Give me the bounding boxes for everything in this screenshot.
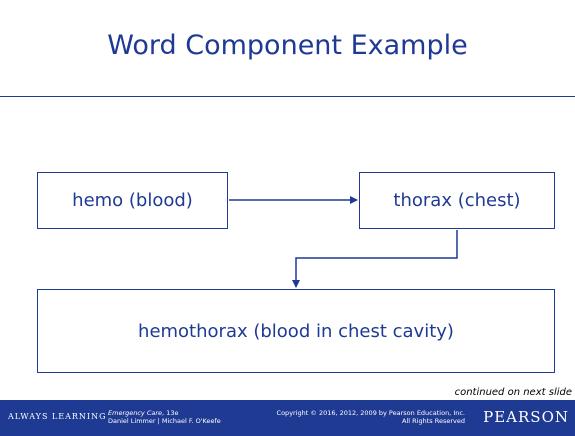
node-hemo: hemo (blood) <box>37 172 228 229</box>
title-band: Word Component Example <box>0 0 575 97</box>
footer-copyright-line2: All Rights Reserved <box>402 417 465 425</box>
footer-book-edition: , 13e <box>162 409 179 417</box>
footer-copyright-line1: Copyright © 2016, 2012, 2009 by Pearson … <box>276 409 465 417</box>
node-hemothorax: hemothorax (blood in chest cavity) <box>37 289 555 373</box>
slide-title: Word Component Example <box>107 30 468 61</box>
footer-book-title: Emergency Care <box>108 409 163 417</box>
footer-book-info: Emergency Care, 13e Daniel Limmer | Mich… <box>108 409 221 425</box>
footer-tagline: ALWAYS LEARNING <box>8 412 107 421</box>
footer-authors: Daniel Limmer | Michael F. O'Keefe <box>108 417 221 425</box>
continued-note: continued on next slide <box>454 387 572 398</box>
node-thorax: thorax (chest) <box>359 172 555 229</box>
node-thorax-label: thorax (chest) <box>393 190 521 211</box>
arrow-thorax-to-result <box>292 230 458 288</box>
pearson-logo: PEARSON <box>483 408 569 426</box>
node-hemo-label: hemo (blood) <box>72 190 193 211</box>
node-hemothorax-label: hemothorax (blood in chest cavity) <box>138 320 454 342</box>
footer-bar: ALWAYS LEARNING Emergency Care, 13e Dani… <box>0 400 575 436</box>
footer-copyright: Copyright © 2016, 2012, 2009 by Pearson … <box>277 409 465 425</box>
